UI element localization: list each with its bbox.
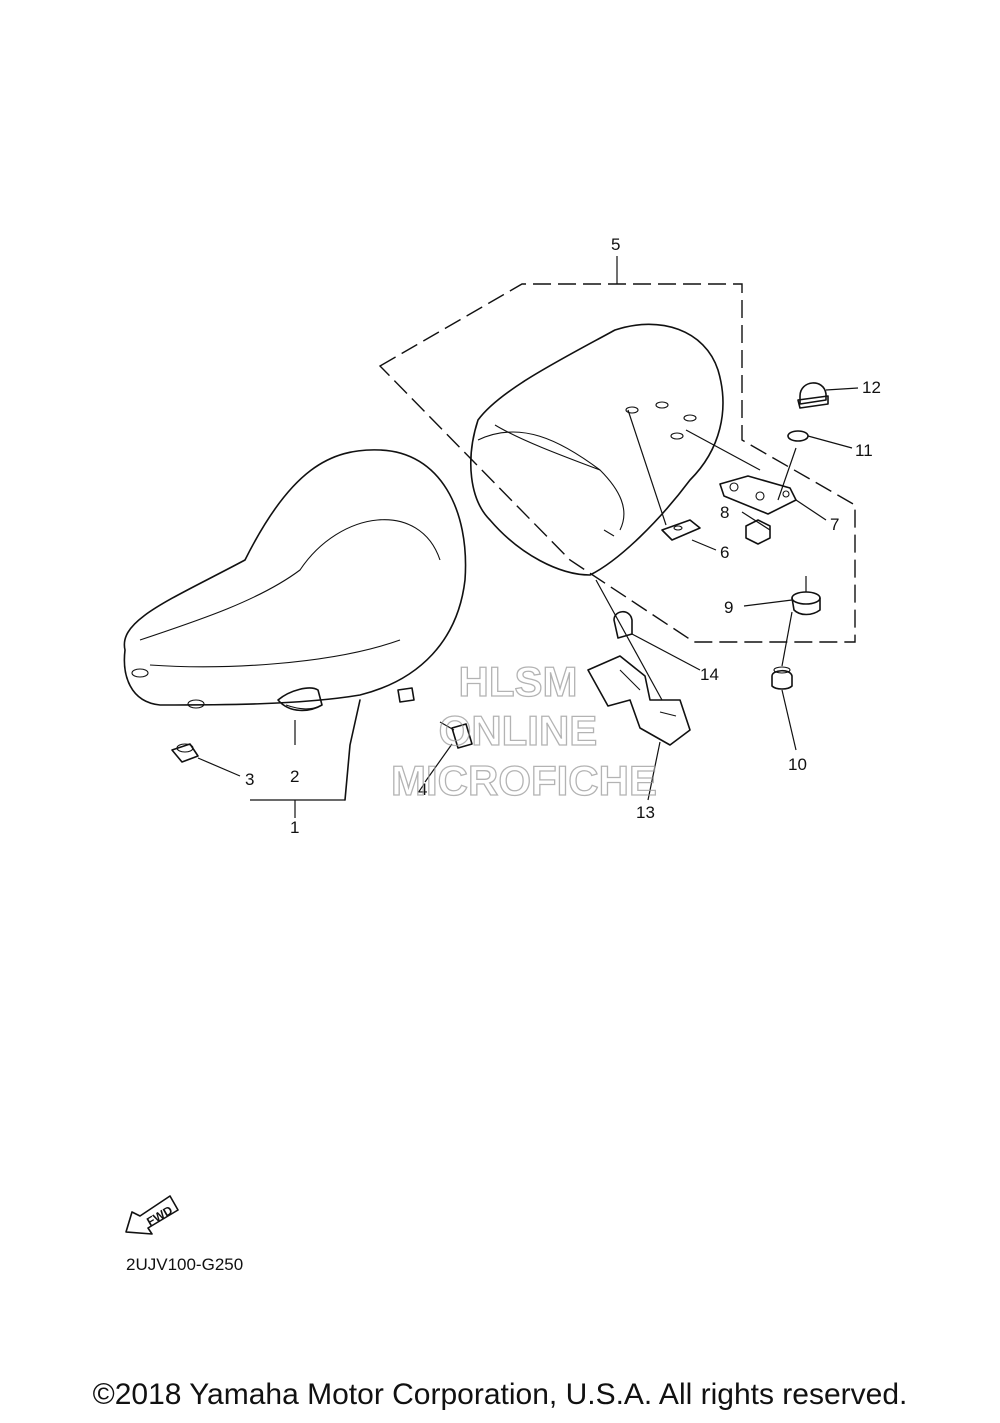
part-14-bolt [613,610,633,639]
diagram-code: 2UJV100-G250 [126,1255,243,1274]
callout-labels: 1 2 3 4 5 6 7 8 9 10 11 12 13 14 [245,235,881,837]
rear-seat [470,323,724,576]
part-11-washer [787,430,809,442]
part-6-nut-plate [661,519,701,541]
callout-12: 12 [862,378,881,397]
callout-5: 5 [611,235,620,254]
part-4-bolt [439,721,473,749]
watermark-line-1: HLSM [459,658,578,705]
fwd-label: FWD [144,1203,175,1229]
callout-10: 10 [788,755,807,774]
callout-8: 8 [720,503,729,522]
callout-6: 6 [720,543,729,562]
part-9-grommet [791,591,821,616]
part-13-seat-hook [587,655,691,746]
fwd-arrow-icon: FWD [125,1195,179,1235]
part-8-nut [745,519,771,545]
part-12-cap-nut [797,382,829,409]
callout-4: 4 [418,780,427,799]
callout-7: 7 [830,515,839,534]
part-3-damper [171,743,199,763]
callout-9: 9 [724,598,733,617]
part-10-collar [771,666,793,690]
watermark-line-2: ONLINE [439,707,598,754]
watermark: HLSM ONLINE MICROFICHE [390,657,657,804]
callout-2: 2 [290,767,299,786]
watermark-line-3: MICROFICHE [391,757,657,804]
callout-14: 14 [700,665,719,684]
callout-3: 3 [245,770,254,789]
copyright-notice: ©2018 Yamaha Motor Corporation, U.S.A. A… [92,1378,908,1411]
callout-1: 1 [290,818,299,837]
leader-lines [197,256,859,818]
callout-11: 11 [855,441,873,460]
callout-13: 13 [636,803,655,822]
front-seat [123,449,467,801]
assembly-5-boundary [378,283,856,643]
